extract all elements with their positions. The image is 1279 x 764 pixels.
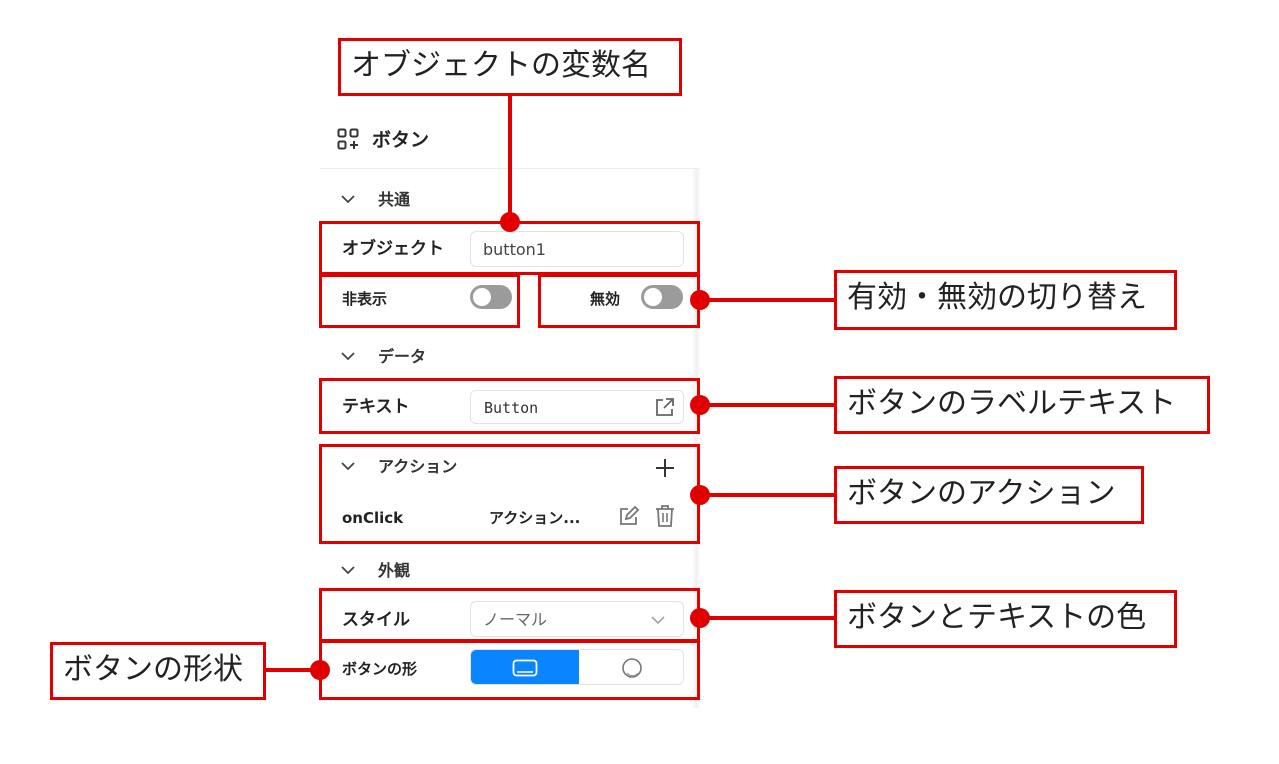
annotation-line-action (700, 493, 834, 497)
annotation-label-action: ボタンのアクション (834, 466, 1144, 524)
annotation-dot (690, 290, 710, 310)
annotation-label-color: ボタンとテキストの色 (834, 590, 1177, 648)
text-input[interactable]: Button (470, 390, 684, 424)
section-data-title[interactable]: データ (378, 347, 427, 366)
annotation-line-shape (266, 668, 320, 672)
object-title: ボタン (372, 129, 430, 151)
shape-rectangle-option[interactable] (471, 650, 579, 684)
annotation-label-variable-name: オブジェクトの変数名 (338, 38, 682, 96)
chevron-down-icon[interactable] (340, 191, 356, 207)
plus-icon[interactable] (655, 458, 675, 478)
annotation-box-action (319, 444, 700, 544)
annotation-box-shape (319, 640, 700, 700)
disabled-toggle[interactable] (641, 285, 683, 309)
annotation-line-label-text (700, 403, 834, 407)
style-select[interactable]: ノーマル (470, 601, 684, 637)
annotation-line-variable-name (508, 96, 512, 222)
object-name-input[interactable]: button1 (470, 231, 684, 267)
edit-icon[interactable] (618, 505, 640, 527)
annotation-box-disabled (538, 274, 700, 328)
object-name-value: button1 (483, 240, 546, 259)
text-value: Button (484, 399, 539, 417)
annotation-label-shape: ボタンの形状 (50, 642, 266, 700)
external-link-icon[interactable] (654, 397, 675, 418)
annotation-dot (690, 395, 710, 415)
annotation-dot (500, 212, 520, 232)
section-action-title[interactable]: アクション (378, 457, 458, 476)
annotation-line-color (700, 616, 834, 620)
shape-segmented-control (470, 649, 684, 685)
shape-circle-option[interactable] (579, 650, 683, 684)
section-common-title[interactable]: 共通 (378, 190, 411, 209)
event-label: onClick (342, 509, 404, 527)
rounded-rect-icon (512, 659, 538, 677)
annotation-dot (690, 608, 710, 628)
annotation-dot (690, 485, 710, 505)
event-action-value[interactable]: アクション... (489, 509, 581, 527)
object-label: オブジェクト (342, 239, 444, 259)
hidden-label: 非表示 (342, 290, 388, 308)
annotation-dot (310, 660, 330, 680)
section-appearance-title[interactable]: 外観 (378, 561, 411, 580)
annotation-label-label-text: ボタンのラベルテキスト (834, 376, 1210, 434)
annotation-box-style (319, 588, 700, 642)
annotation-box-text (319, 378, 700, 434)
component-add-icon (337, 128, 359, 150)
annotation-line-enable-toggle (700, 298, 834, 302)
text-label: テキスト (342, 397, 410, 417)
chevron-down-icon (651, 616, 665, 625)
trash-icon[interactable] (655, 505, 675, 527)
style-label: スタイル (342, 610, 410, 630)
circle-icon (622, 658, 642, 678)
hidden-toggle[interactable] (470, 285, 512, 309)
chevron-down-icon[interactable] (340, 348, 356, 364)
annotation-box-hidden (319, 274, 520, 328)
shape-label: ボタンの形 (342, 660, 418, 678)
disabled-label: 無効 (590, 290, 621, 308)
style-value: ノーマル (483, 610, 548, 629)
annotation-label-enable-toggle: 有効・無効の切り替え (834, 270, 1177, 330)
chevron-down-icon[interactable] (340, 562, 356, 578)
chevron-down-icon[interactable] (340, 458, 356, 474)
